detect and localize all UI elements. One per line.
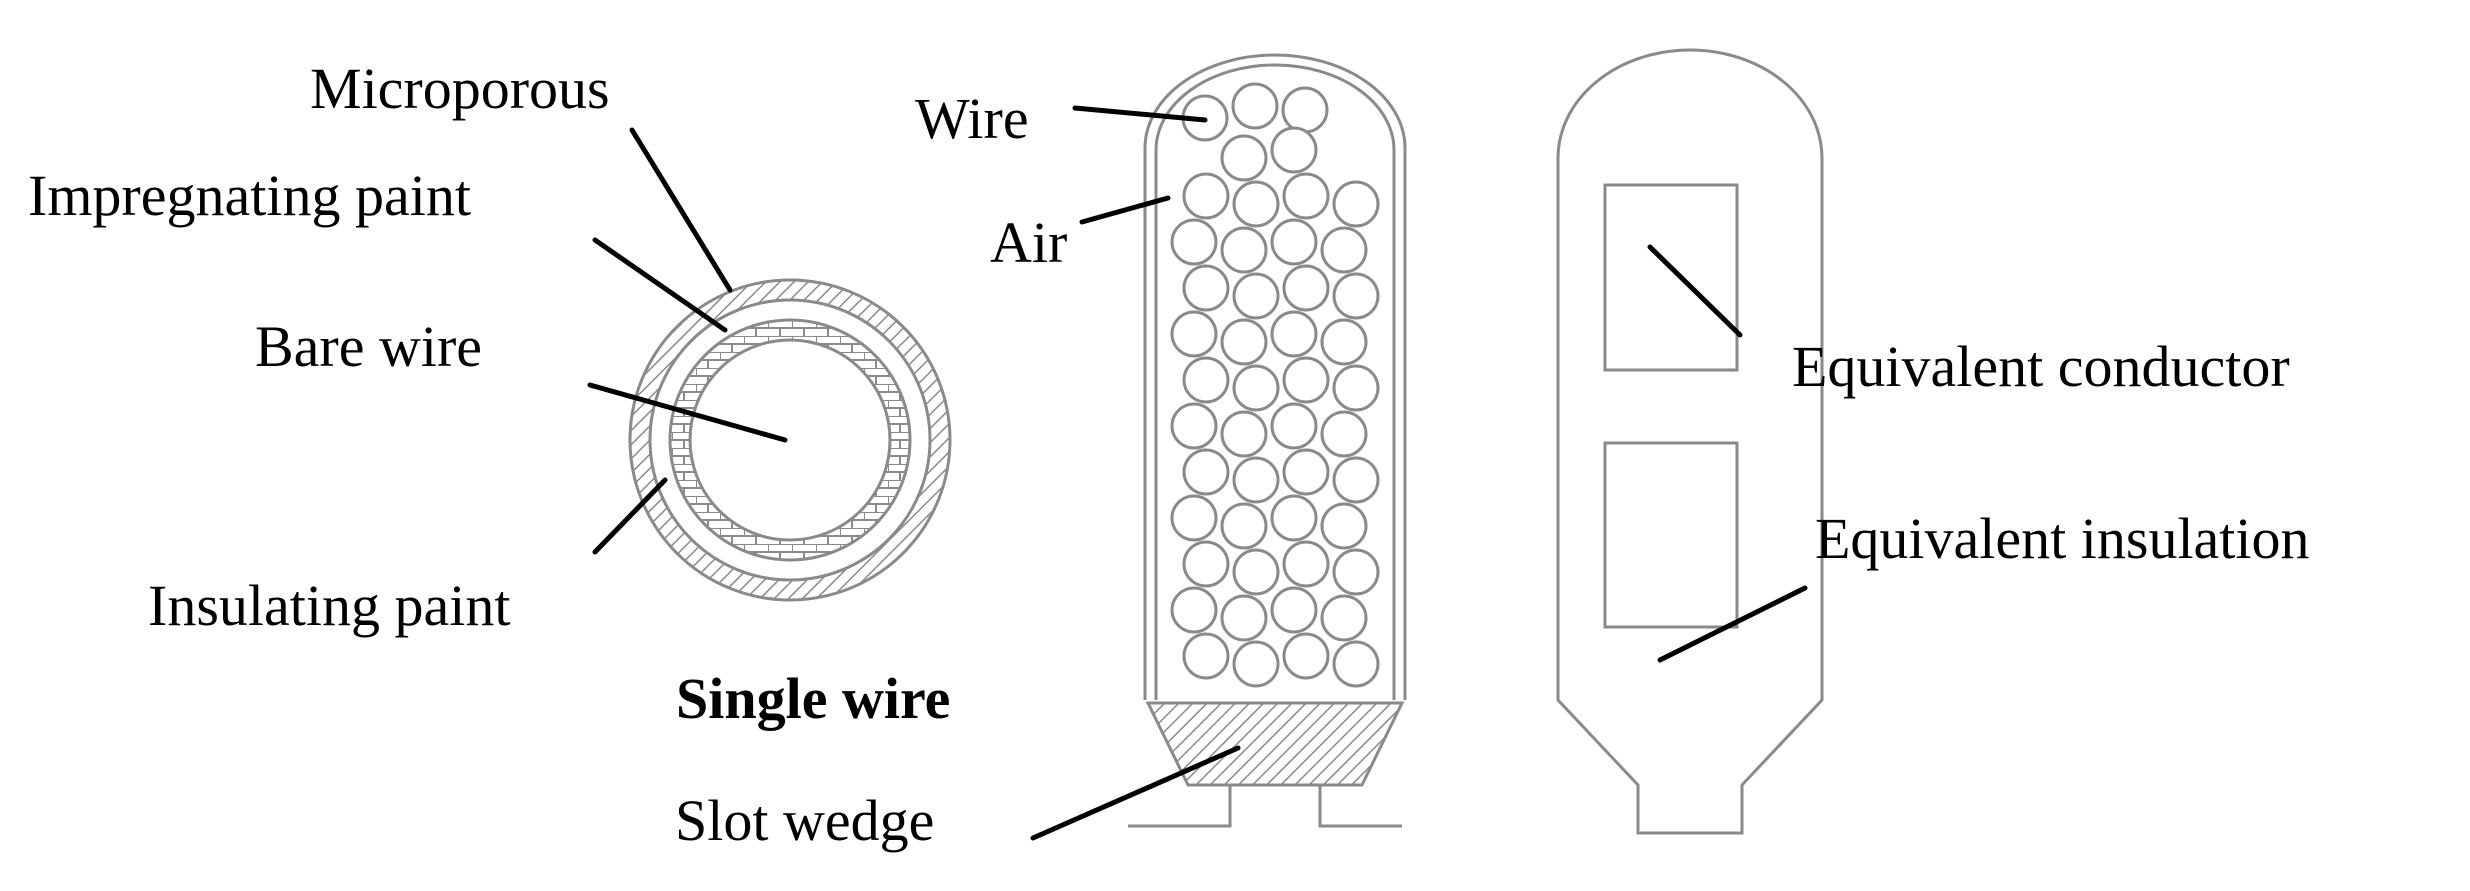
wire-strand: [1182, 540, 1230, 588]
wire-strand: [1232, 272, 1280, 320]
equivalent-insulation-label: Equivalent insulation: [1815, 506, 2310, 571]
slot-wedge-label: Slot wedge: [675, 788, 934, 853]
wire-strand: [1270, 586, 1318, 634]
equivalent-slot-outline: [1556, 48, 1824, 835]
wire-strand: [1220, 226, 1268, 274]
wire-strand: [1220, 502, 1268, 550]
insulating-paint-label: Insulating paint: [148, 573, 510, 638]
wire-strand: [1232, 640, 1280, 688]
wire-strand: [1270, 218, 1318, 266]
wire-strand: [1232, 364, 1280, 412]
impregnating-paint-label: Impregnating paint: [28, 163, 471, 228]
wire-strand: [1170, 586, 1218, 634]
microporous-label: Microporous: [310, 56, 610, 121]
wire-strand: [1332, 640, 1380, 688]
equivalent-insulation-leader: [1657, 585, 1808, 663]
slot-wedge: [1145, 701, 1405, 787]
wire-strand: [1182, 632, 1230, 680]
wire-strand: [1232, 180, 1280, 228]
wire-strand: [1182, 172, 1230, 220]
wire-strand: [1220, 318, 1268, 366]
wire-strand: [1320, 410, 1368, 458]
wire-strand: [1282, 632, 1330, 680]
wire-strand: [1332, 272, 1380, 320]
wire-strand: [1232, 456, 1280, 504]
air-leader: [1079, 195, 1171, 225]
single-wire-caption: Single wire: [676, 666, 950, 731]
wire-strand: [1182, 356, 1230, 404]
wire-strand: [1282, 448, 1330, 496]
wire-bundle: [1170, 82, 1380, 688]
wire-strand: [1232, 548, 1280, 596]
wire-strand: [1220, 410, 1268, 458]
wire-strand: [1270, 310, 1318, 358]
wire-strand: [1320, 502, 1368, 550]
equivalent-conductor-lower: [1603, 441, 1739, 629]
wire-strand: [1281, 86, 1329, 134]
microporous-leader: [629, 127, 733, 293]
wire-strand: [1282, 264, 1330, 312]
equivalent-conductor-label: Equivalent conductor: [1792, 334, 2290, 399]
slot-opening: [1128, 785, 1232, 828]
slot-outline: [1143, 53, 1407, 700]
impregnating-paint-leader: [592, 237, 728, 333]
wire-strand: [1170, 310, 1218, 358]
wire-strand: [1320, 594, 1368, 642]
wire-strand: [1170, 494, 1218, 542]
equivalent-model-group: Equivalent conductor Equivalent insulati…: [1556, 48, 2310, 835]
equivalent-conductor-upper: [1603, 183, 1739, 372]
wire-strand: [1220, 594, 1268, 642]
wire-strand: [1320, 318, 1368, 366]
bare-wire-label: Bare wire: [255, 314, 482, 379]
wire-strand: [1182, 264, 1230, 312]
bare-wire-leader: [587, 382, 788, 443]
single-wire-group: Microporous Impregnating paint Bare wire…: [28, 56, 952, 731]
insulating-paint-leader: [592, 477, 668, 555]
wire-strand: [1282, 540, 1330, 588]
wire-strand: [1270, 494, 1318, 542]
bare-wire-core: [688, 338, 892, 542]
equivalent-conductor-leader: [1647, 244, 1743, 338]
wire-strand: [1332, 456, 1380, 504]
wire-strand: [1170, 218, 1218, 266]
wire-strand: [1332, 364, 1380, 412]
wire-strand: [1282, 356, 1330, 404]
wire-strand: [1220, 134, 1268, 182]
wire-label: Wire: [915, 86, 1029, 151]
wire-strand: [1270, 126, 1318, 174]
slot-group: Wire Air Slot wedge: [675, 53, 1407, 853]
wire-strand: [1332, 180, 1380, 228]
air-label: Air: [990, 210, 1067, 275]
wire-strand: [1270, 402, 1318, 450]
wire-strand: [1282, 172, 1330, 220]
wire-strand: [1320, 226, 1368, 274]
slot-wedge-leader: [1030, 745, 1241, 841]
wire-strand: [1182, 448, 1230, 496]
wire-strand: [1170, 402, 1218, 450]
wire-strand: [1231, 82, 1279, 130]
wire-strand: [1332, 548, 1380, 596]
slot-opening-right: [1318, 785, 1402, 828]
wire-leader: [1072, 105, 1208, 123]
